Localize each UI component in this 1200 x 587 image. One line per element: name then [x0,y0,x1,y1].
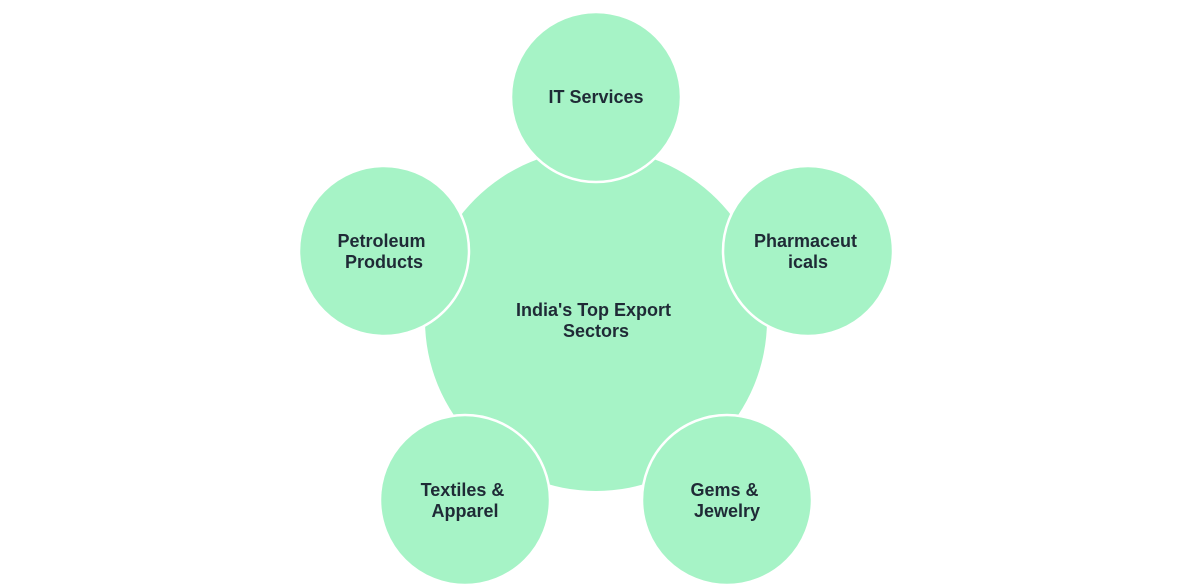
center-label: India's Top Export Sectors [516,300,676,341]
sector-circle [297,164,471,338]
sector-label-line: icals [788,252,828,272]
sector-node-gems-jewelry: Gems & Jewelry [640,413,814,587]
sector-label-line: Textiles & [421,480,505,500]
sector-circle [509,10,683,184]
center-circle [425,149,767,491]
sector-label: Pharmaceut icals [754,231,862,272]
sector-node-it-services: IT Services [509,10,683,184]
sector-label-line: Pharmaceut [754,231,857,251]
sector-label-line: Apparel [431,501,498,521]
sector-label: Textiles & Apparel [421,480,510,521]
sector-label-line: Petroleum [337,231,425,251]
sector-label: Petroleum Products [337,231,430,272]
sector-node-textiles-apparel: Textiles & Apparel [378,413,552,587]
center-node: India's Top Export Sectors [425,149,767,491]
sector-label-line: Jewelry [694,501,760,521]
sector-node-petroleum-products: Petroleum Products [297,164,471,338]
sector-label: Gems & Jewelry [690,480,763,521]
sector-label-line: IT Services [548,87,643,107]
sector-label: IT Services [548,87,643,107]
sector-circle [378,413,552,587]
sector-node-pharmaceuticals: Pharmaceut icals [721,164,895,338]
sector-label-line: Products [345,252,423,272]
center-label-line: India's Top Export [516,300,671,320]
center-label-line: Sectors [563,321,629,341]
sector-circle [640,413,814,587]
sector-label-line: Gems & [690,480,758,500]
sector-circle [721,164,895,338]
